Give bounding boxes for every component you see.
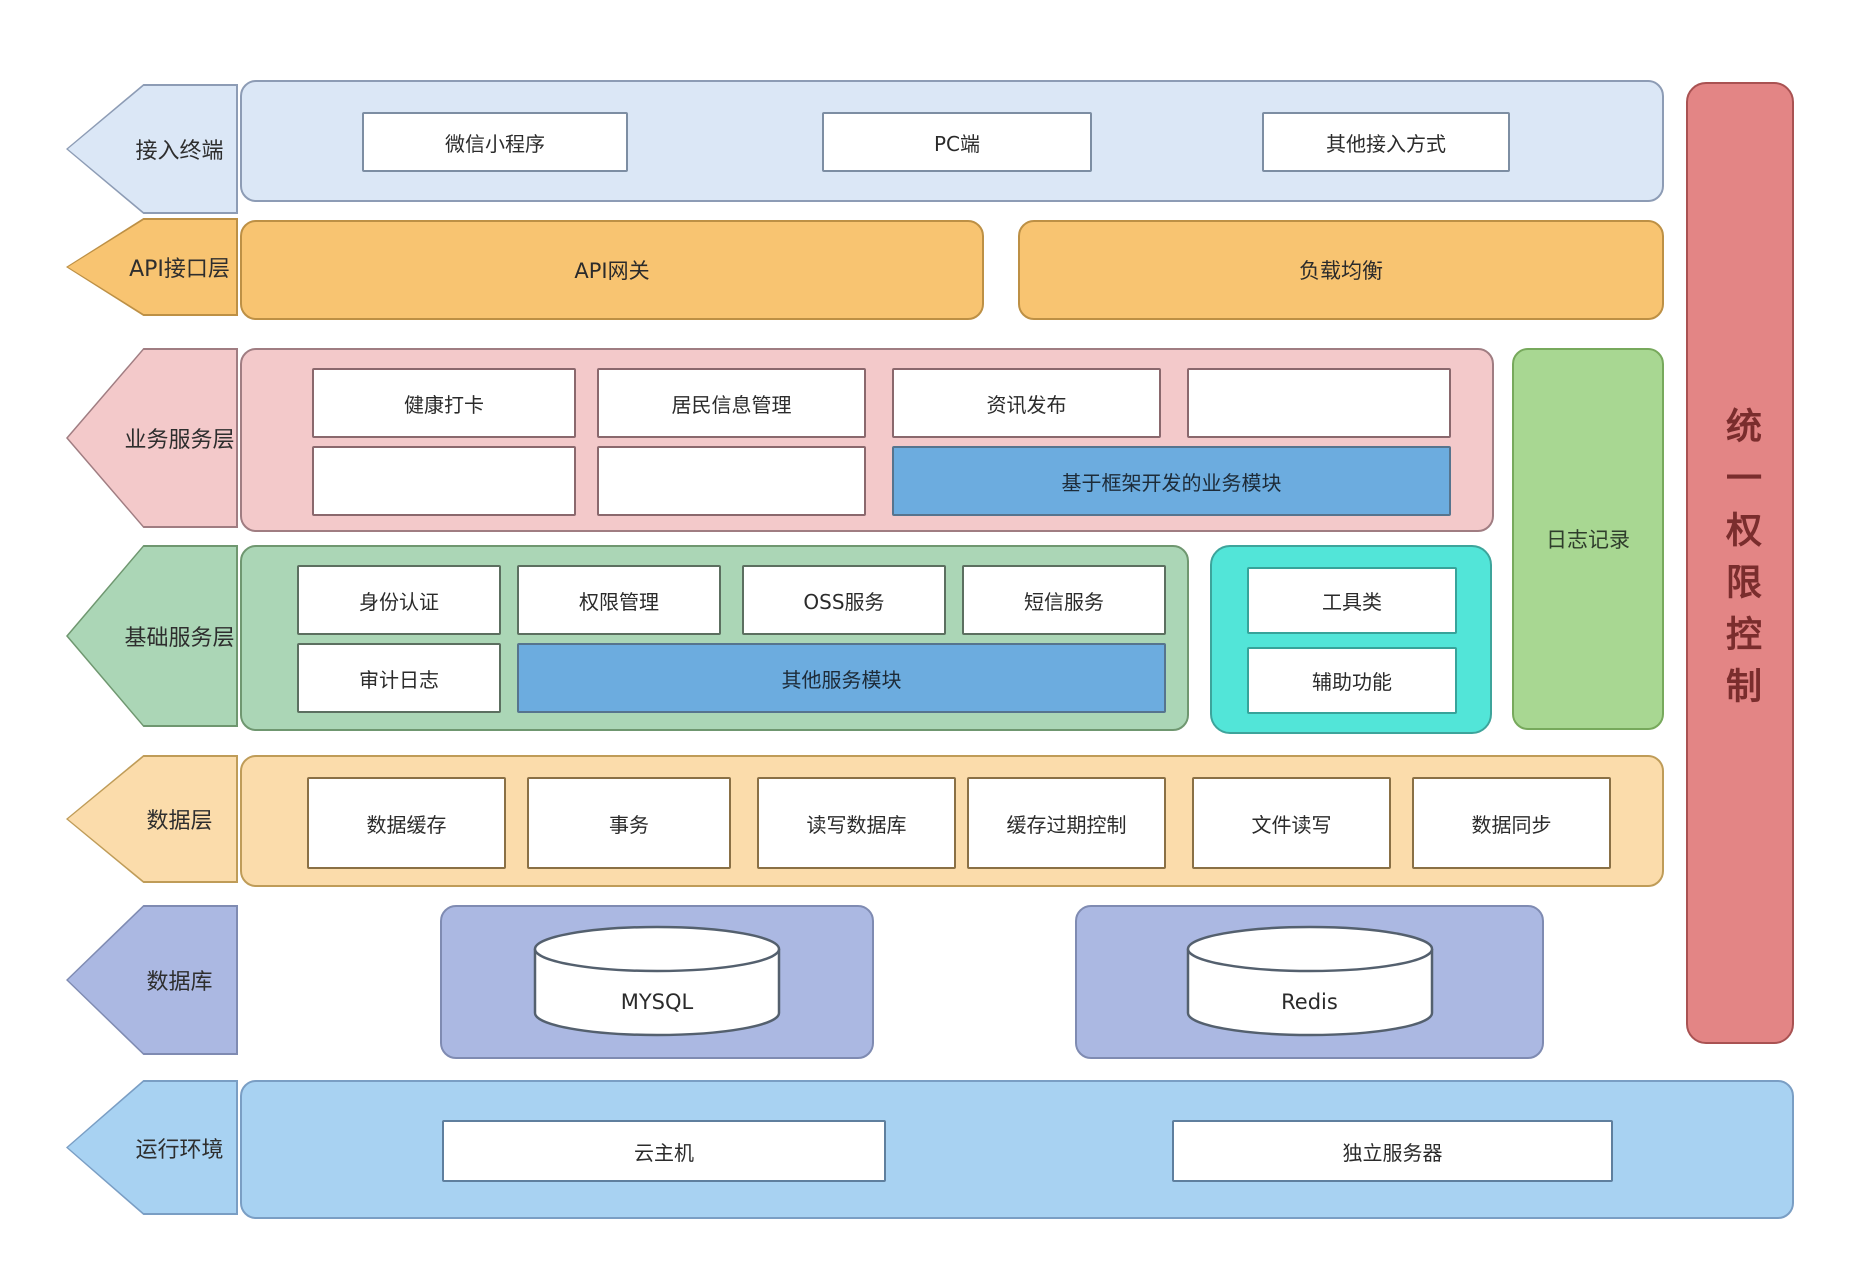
box-aux-function: 辅助功能 — [1247, 647, 1457, 714]
api-gateway-panel: API网关 — [240, 220, 984, 320]
layer-label-access: 接入终端 — [135, 139, 224, 164]
access-terminal-panel: 微信小程序 PC端 其他接入方式 — [240, 80, 1664, 202]
layer-label-business: 业务服务层 — [124, 428, 235, 453]
unified-permission-label: 统一权限控制 — [1720, 407, 1761, 719]
layer-arrow-data: 数据层 — [66, 755, 238, 883]
box-other-service-module: 其他服务模块 — [517, 643, 1166, 713]
box-business-empty-2 — [312, 446, 576, 516]
box-pc-client: PC端 — [822, 112, 1092, 172]
box-identity-auth: 身份认证 — [297, 565, 501, 635]
box-audit-log: 审计日志 — [297, 643, 501, 713]
box-tool-class: 工具类 — [1247, 567, 1457, 634]
layer-arrow-base: 基础服务层 — [66, 545, 238, 727]
mysql-label: MYSQL — [620, 989, 694, 1014]
layer-arrow-database: 数据库 — [66, 905, 238, 1055]
mysql-panel: MYSQL — [440, 905, 874, 1059]
box-framework-business-module: 基于框架开发的业务模块 — [892, 446, 1451, 516]
api-gateway-label: API网关 — [574, 259, 650, 283]
box-standalone-server: 独立服务器 — [1172, 1120, 1613, 1182]
runtime-panel: 云主机 独立服务器 — [240, 1080, 1794, 1219]
box-transaction: 事务 — [527, 777, 731, 869]
box-permission-mgmt: 权限管理 — [517, 565, 721, 635]
box-other-access: 其他接入方式 — [1262, 112, 1510, 172]
log-record-label: 日志记录 — [1546, 528, 1630, 552]
layer-arrow-runtime: 运行环境 — [66, 1080, 238, 1215]
load-balancer-panel: 负载均衡 — [1018, 220, 1664, 320]
database-cylinder-icon: Redis — [1170, 919, 1450, 1045]
box-file-rw: 文件读写 — [1192, 777, 1391, 869]
layer-label-data: 数据层 — [146, 809, 213, 834]
layer-label-base: 基础服务层 — [124, 626, 235, 651]
box-cache-expire: 缓存过期控制 — [967, 777, 1166, 869]
business-service-panel: 健康打卡 居民信息管理 资讯发布 基于框架开发的业务模块 — [240, 348, 1494, 532]
redis-panel: Redis — [1075, 905, 1544, 1059]
box-news-publish: 资讯发布 — [892, 368, 1161, 438]
layer-arrow-access: 接入终端 — [66, 84, 238, 214]
utility-panel: 工具类 辅助功能 — [1210, 545, 1492, 734]
data-layer-panel: 数据缓存 事务 读写数据库 缓存过期控制 文件读写 数据同步 — [240, 755, 1664, 887]
layer-label-runtime: 运行环境 — [135, 1137, 224, 1163]
box-oss-service: OSS服务 — [742, 565, 946, 635]
database-cylinder-icon: MYSQL — [517, 919, 797, 1045]
redis-label: Redis — [1281, 989, 1338, 1014]
box-wechat-miniprogram: 微信小程序 — [362, 112, 628, 172]
box-sms-service: 短信服务 — [962, 565, 1166, 635]
box-data-cache: 数据缓存 — [307, 777, 506, 869]
box-resident-info: 居民信息管理 — [597, 368, 866, 438]
layer-arrow-business: 业务服务层 — [66, 348, 238, 528]
box-health-checkin: 健康打卡 — [312, 368, 576, 438]
load-balancer-label: 负载均衡 — [1299, 259, 1383, 283]
layer-label-database: 数据库 — [146, 970, 213, 995]
log-record-panel: 日志记录 — [1512, 348, 1664, 730]
box-rw-database: 读写数据库 — [757, 777, 956, 869]
box-business-empty-1 — [1187, 368, 1451, 438]
layer-label-api: API接口层 — [129, 257, 230, 282]
box-business-empty-3 — [597, 446, 866, 516]
layer-arrow-api: API接口层 — [66, 218, 238, 316]
base-service-panel: 身份认证 权限管理 OSS服务 短信服务 审计日志 其他服务模块 — [240, 545, 1189, 731]
box-data-sync: 数据同步 — [1412, 777, 1611, 869]
unified-permission-bar: 统一权限控制 — [1686, 82, 1794, 1044]
box-cloud-host: 云主机 — [442, 1120, 886, 1182]
